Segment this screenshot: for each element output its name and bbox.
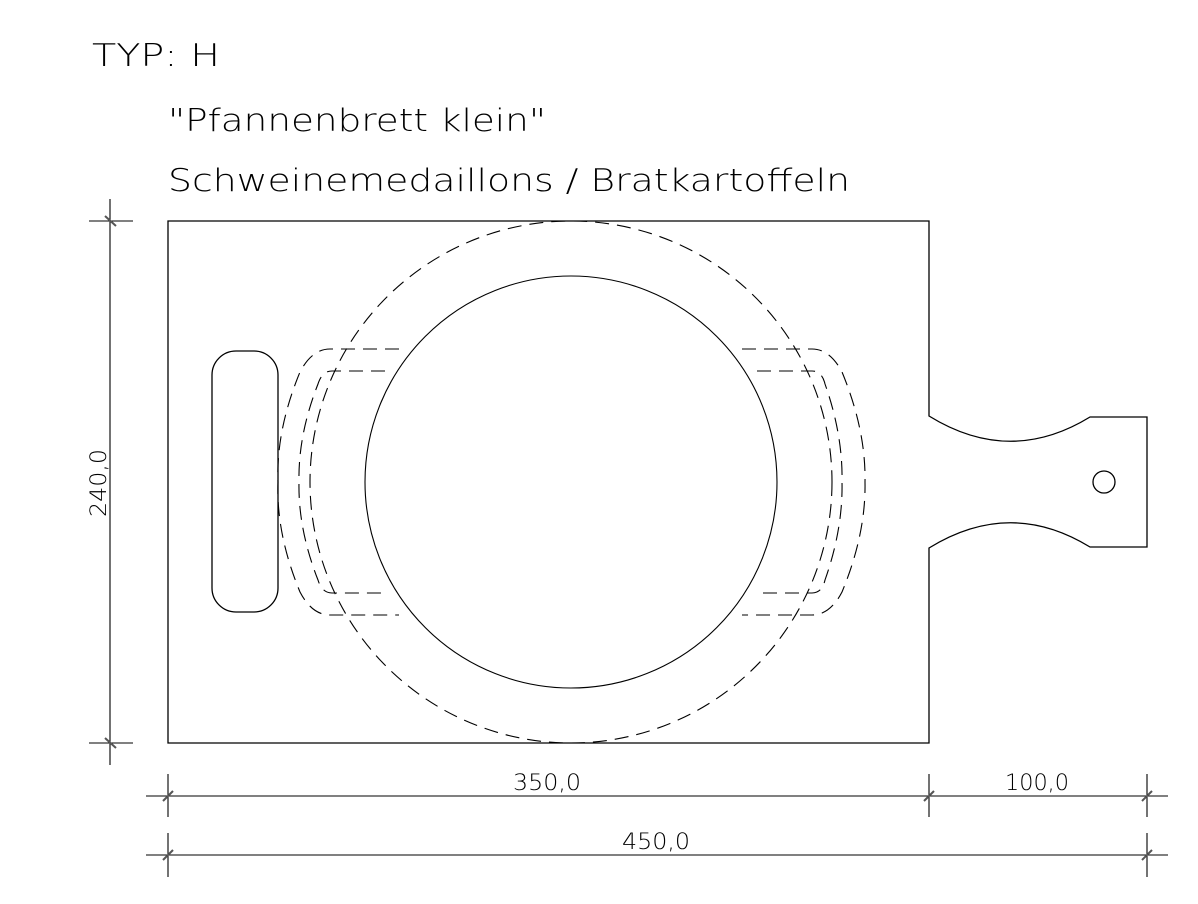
height-dimension-label: 240,0 bbox=[87, 449, 112, 517]
right-pan-handle-outer bbox=[742, 348, 866, 616]
type-label: TYP: H bbox=[92, 38, 220, 74]
pan-outline-dashed bbox=[309, 220, 833, 744]
total-width-label: 450,0 bbox=[622, 830, 690, 855]
board-outline bbox=[167, 220, 1148, 744]
hang-hole bbox=[1092, 470, 1116, 494]
handle-width-label: 100,0 bbox=[1005, 771, 1069, 796]
left-pan-handle-outer bbox=[277, 348, 399, 616]
drawing-subtitle: Schweinemedaillons / Bratkartoffeln bbox=[168, 163, 850, 199]
left-pan-handle-inner bbox=[298, 370, 385, 594]
board-width-label: 350,0 bbox=[513, 771, 581, 796]
grip-slot bbox=[211, 350, 279, 613]
pan-recess-circle bbox=[364, 275, 778, 689]
width-dimension-row-2: 450,0 bbox=[146, 830, 1168, 877]
height-dimension: 240,0 bbox=[87, 199, 133, 765]
right-pan-handle-inner bbox=[757, 370, 843, 594]
drawing-title: "Pfannenbrett klein" bbox=[168, 103, 546, 139]
width-dimension-row-1: 350,0 100,0 bbox=[146, 771, 1168, 817]
